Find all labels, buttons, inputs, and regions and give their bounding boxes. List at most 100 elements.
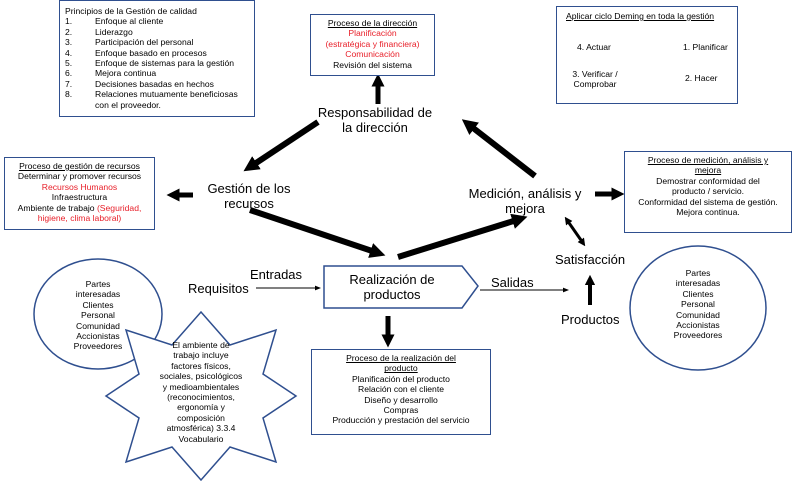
principle-item: 7.Decisiones basadas en hechos: [65, 79, 285, 89]
principle-item: 5.Enfoque de sistemas para la gestión: [65, 58, 285, 68]
measurement-title-2: mejora: [694, 165, 722, 176]
arrow-resources-to-realization: [249, 207, 386, 258]
measurement-line-3: Conformidad del sistema de gestión.: [638, 196, 778, 207]
principle-item: 4. Enfoque basado en procesos: [65, 48, 285, 58]
star-line: atmosférica) 3.3.4: [166, 423, 236, 434]
resources-process-box: Proceso de gestión de recursos Determina…: [4, 157, 155, 230]
realization-label-2: productos: [363, 287, 421, 302]
star-line: El ambiente de: [172, 340, 230, 350]
satisfaction-label: Satisfacción: [555, 252, 626, 267]
realization-title-1: Proceso de la realización del: [346, 353, 456, 363]
resources-line-4b: (Seguridad,: [96, 202, 142, 213]
principle-item: 2.Liderazgo: [65, 27, 285, 37]
resources-line-2: Recursos Humanos: [41, 181, 118, 192]
star-line: sociales, psicológicos: [159, 371, 243, 382]
direction-process-box: Proceso de la dirección Planificación (e…: [310, 14, 435, 76]
principles-box: Principios de la Gestión de calidad 1. En…: [59, 0, 255, 117]
star-line: Vocabulario: [178, 433, 224, 444]
direction-line-2: (estratégica y financiera): [325, 38, 420, 49]
right-stakeholders-circle: [629, 245, 767, 371]
deming-act: 4. Actuar: [577, 42, 611, 52]
left-circle-line: Accionistas: [76, 331, 120, 342]
principle-text: Participación del personal: [95, 37, 194, 48]
deming-verify: 3. Verificar / Comprobar: [565, 69, 625, 90]
principle-text: Liderazgo: [95, 26, 133, 37]
direction-line-4: Revisión del sistema: [333, 59, 412, 70]
measurement-line-1: Demostrar conformidad del: [656, 175, 760, 186]
star-line: trabajo incluye: [173, 350, 229, 361]
left-circle-line: interesadas: [75, 289, 121, 300]
star-line: factores físicos,: [171, 360, 231, 371]
star-line: composición: [177, 412, 225, 423]
resources-label: Gestión de los recursos: [194, 181, 304, 211]
principle-text: Mejora continua: [95, 68, 157, 79]
resources-title: Proceso de gestión de recursos: [19, 161, 140, 171]
deming-verify-1: 3. Verificar /: [572, 69, 618, 79]
realization-item: Diseño y desarrollo: [364, 394, 438, 405]
principles-list: Principios de la Gestión de calidad 1. En…: [65, 6, 285, 110]
resources-line-5: higiene, clima laboral): [37, 213, 122, 224]
responsibility-line-2: la dirección: [342, 120, 408, 135]
star-line: ergonomía y: [177, 402, 225, 413]
measurement-process-box: Proceso de medición, análisis y mejora D…: [624, 151, 792, 233]
deming-box: Aplicar ciclo Deming en toda la gestión …: [556, 6, 738, 104]
direction-line-1: Planificación: [348, 28, 397, 39]
right-circle-line: Accionistas: [676, 320, 720, 331]
arrow-satisfaction-measurement: [564, 216, 586, 247]
responsibility-line-1: Responsabilidad de: [317, 105, 433, 120]
right-circle-line: Comunidad: [676, 309, 720, 320]
principle-number: 5.: [65, 58, 73, 69]
star-line: y medioambientales: [162, 381, 240, 392]
right-circle-line: Personal: [681, 299, 715, 310]
principle-item: 1. Enfoque al cliente: [65, 16, 285, 26]
arrow-realization-to-measurement: [397, 213, 528, 260]
principles-item-8-cont: con el proveedor.: [95, 99, 161, 110]
left-circle-line: Personal: [81, 310, 115, 321]
principle-item: 8. Relaciones mutuamente beneficiosas: [65, 89, 285, 99]
inputs-label: Entradas: [250, 267, 303, 282]
realization-item: Planificación del producto: [352, 373, 450, 384]
principle-text: Relaciones mutuamente beneficiosas: [95, 89, 238, 100]
resources-line-1: Determinar y promover recursos: [17, 171, 142, 182]
work-environment-star: [104, 310, 298, 481]
principles-title: Principios de la Gestión de calidad: [65, 6, 197, 16]
realization-label: Realización de productos: [328, 272, 456, 302]
arrow-responsibility-to-resources: [243, 119, 320, 172]
star-line: (reconocimientos,: [167, 392, 235, 403]
principle-item: 3. Participación del personal: [65, 37, 285, 47]
realization-process-box: Proceso de la realización del producto P…: [311, 349, 491, 435]
left-circle-line: Comunidad: [76, 320, 120, 331]
deming-verify-2: Comprobar: [573, 79, 617, 90]
principle-text: Enfoque basado en procesos: [95, 47, 207, 58]
right-circle-line: Proveedores: [673, 330, 723, 341]
principle-number: 7.: [65, 78, 73, 89]
principle-number: 8.: [65, 89, 73, 100]
realization-shape: [323, 265, 479, 309]
resources-line-3: Infraestructura: [51, 192, 108, 203]
direction-title: Proceso de la dirección: [327, 18, 418, 28]
deming-do: 2. Hacer: [685, 73, 718, 83]
principle-number: 1.: [65, 16, 73, 27]
right-circle-line: Partes: [685, 268, 711, 278]
measurement-line-2: producto / servicio.: [671, 186, 745, 197]
measurement-label: Medición, análisis y mejora: [455, 186, 595, 216]
resources-label-2: recursos: [224, 196, 274, 211]
resources-label-1: Gestión de los: [207, 181, 291, 196]
measurement-line-4: Mejora continua.: [676, 207, 740, 218]
realization-item: Compras: [383, 405, 419, 416]
principle-number: 3.: [65, 37, 73, 48]
realization-label-1: Realización de: [349, 272, 435, 287]
principle-text: Enfoque al cliente: [95, 16, 164, 27]
right-circle-line: Clientes: [682, 288, 714, 299]
left-circle-line: Clientes: [82, 299, 114, 310]
measurement-label-1: Medición, análisis y: [468, 186, 582, 201]
principle-number: 6.: [65, 68, 73, 79]
principle-number: 4.: [65, 47, 73, 58]
outputs-label: Salidas: [491, 275, 534, 290]
realization-item: Producción y prestación del servicio: [332, 415, 470, 426]
left-circle-line: Partes: [85, 279, 111, 289]
deming-plan: 1. Planificar: [683, 42, 728, 52]
